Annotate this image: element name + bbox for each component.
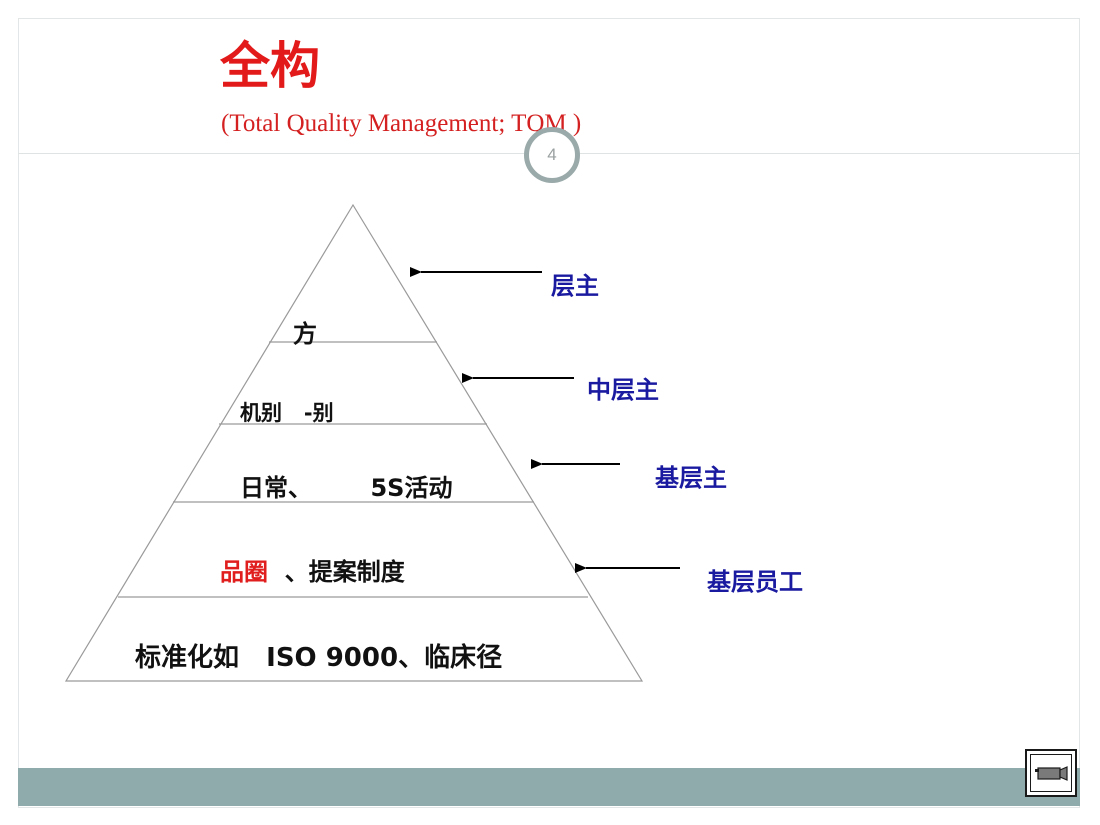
movie-nav-button[interactable] [1025, 749, 1077, 797]
slide-title: 全构 [220, 36, 320, 95]
movie-camera-icon [1035, 766, 1068, 781]
middle-manager-label: 中层主 [587, 376, 659, 404]
pyramid-level-4-label: 品圈 、提案制度 [220, 552, 405, 587]
nav-button-frame [1030, 754, 1072, 792]
page-number-badge: 4 [524, 127, 580, 183]
slide-subtitle: (Total Quality Management; TQM ) [221, 110, 582, 137]
footer-bar [18, 768, 1080, 806]
pyramid-level-5-label: 标准化如 ISO 9000、临床径 [135, 643, 503, 673]
pyramid-level-2-label: 机别 -别 [240, 401, 334, 425]
pyramid-level-1-label: 方 [293, 320, 317, 348]
base-staff-label: 基层员工 [707, 568, 803, 596]
base-manager-label: 基层主 [655, 464, 727, 492]
quality-circle-label: 品圈 [220, 558, 268, 586]
pyramid-outline [64, 203, 644, 682]
proposal-system-label: 、提案制度 [268, 558, 405, 586]
pyramid-level-3-label: 日常、 5S活动 [240, 474, 453, 502]
top-manager-label: 层主 [551, 272, 599, 300]
